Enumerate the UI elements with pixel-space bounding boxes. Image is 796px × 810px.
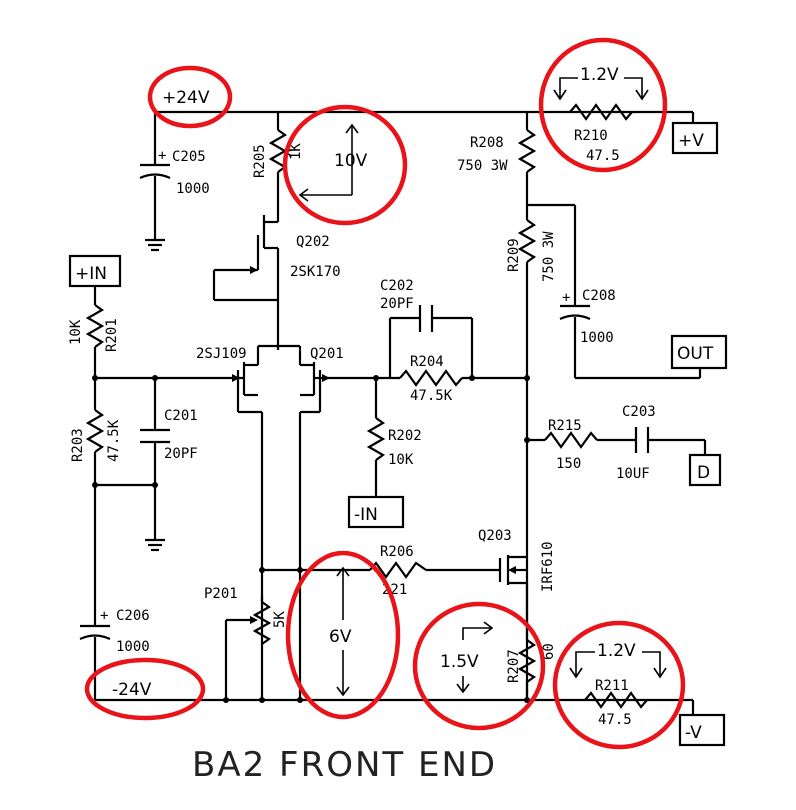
capacitor-c205: +	[139, 112, 171, 252]
r207-value: 60	[541, 643, 557, 660]
annotation-minus24v	[84, 657, 206, 721]
c202-value: 20PF	[380, 296, 414, 312]
annotation-plus24v	[147, 65, 233, 129]
r202-ref: R202	[388, 428, 422, 444]
r204-ref: R204	[410, 354, 444, 370]
q203-value: IRF610	[540, 541, 556, 592]
annotation-r210-drop	[538, 37, 668, 173]
q202-jfet	[212, 185, 280, 350]
resistor-r211	[584, 691, 726, 747]
c202-ref: C202	[380, 278, 414, 294]
resistor-r208	[517, 112, 537, 205]
plus-in-label: +IN	[75, 264, 107, 284]
c203-ref: C203	[622, 404, 656, 420]
c201-ref: C201	[164, 408, 198, 424]
resistor-r201	[85, 286, 105, 378]
p201-value: 5K	[272, 611, 288, 628]
r201-ref: R201	[104, 318, 120, 352]
r203-value: 47.5K	[106, 419, 122, 462]
c208-ref: C208	[582, 288, 616, 304]
r201-value: 10K	[68, 319, 84, 345]
r208-ref: R208	[470, 135, 504, 151]
capacitor-c208: +	[559, 205, 702, 380]
r210-value: 47.5	[586, 148, 620, 164]
resistor-r206	[259, 561, 500, 579]
r207-ref: R207	[506, 649, 522, 683]
q201-ref: Q201	[310, 346, 344, 362]
p201-drop-label: 6V	[329, 627, 352, 647]
r211-drop-label: 1.2V	[597, 641, 636, 661]
annotation-r211-drop	[552, 620, 686, 750]
feedback-network	[330, 305, 530, 387]
r215-value: 150	[556, 456, 581, 472]
plus-v-terminal	[671, 112, 719, 155]
annotation-1-5v	[412, 601, 546, 731]
r211-value: 47.5	[598, 712, 632, 728]
svg-text:+: +	[562, 290, 570, 306]
p201-ref: P201	[204, 586, 238, 602]
svg-text:+: +	[100, 608, 108, 624]
c208-value: 1000	[580, 330, 614, 346]
d-label: D	[697, 463, 710, 483]
q202-ref: Q202	[296, 234, 330, 250]
potentiometer-p201	[223, 595, 303, 703]
svg-text:+: +	[158, 148, 166, 164]
capacitor-c206: +	[79, 485, 111, 700]
plus-v-label: +V	[678, 131, 704, 151]
minus-in-label: -IN	[354, 505, 378, 525]
r207-drop-label: 1.5V	[440, 652, 479, 672]
r203-ref: R203	[70, 428, 86, 462]
resistor-r207	[517, 583, 537, 703]
q203-ref: Q203	[478, 528, 512, 544]
r205-ref: R205	[252, 144, 268, 178]
resistor-r202	[347, 378, 405, 529]
c206-value: 1000	[116, 639, 150, 655]
r205-drop-label: 10V	[334, 151, 368, 171]
r209-ref: R209	[506, 238, 522, 272]
c201-value: 20PF	[164, 446, 198, 462]
capacitor-c201	[140, 378, 170, 552]
c206-ref: C206	[116, 608, 150, 624]
r204-value: 47.5K	[410, 388, 453, 404]
annotation-6v	[285, 550, 401, 720]
r209-value: 750 3W	[541, 231, 557, 282]
r205-value: 1K	[288, 143, 304, 160]
r215-ref: R215	[548, 418, 582, 434]
resistor-r210	[569, 103, 633, 121]
input-node	[92, 374, 240, 382]
c205-value: 1000	[176, 181, 210, 197]
r215-c203-branch	[524, 427, 722, 487]
r206-ref: R206	[380, 544, 414, 560]
negative-rail	[95, 698, 695, 715]
q201-dual-jfet	[236, 344, 330, 700]
r210-ref: R210	[574, 128, 608, 144]
minus-v-label: -V	[685, 723, 702, 743]
plus24v-label: +24V	[162, 88, 210, 108]
q201-value: 2SJ109	[196, 346, 247, 362]
r208-value: 750 3W	[457, 158, 508, 174]
minus24v-label: -24V	[112, 680, 152, 700]
out-terminal	[670, 334, 728, 370]
r202-value: 10K	[388, 452, 414, 468]
q203-mosfet	[498, 555, 527, 585]
q202-value: 2SK170	[290, 264, 341, 280]
c203-value: 10UF	[616, 466, 650, 482]
r211-ref: R211	[595, 678, 629, 694]
schematic-title: BA2 FRONT END	[192, 745, 497, 785]
resistor-r203	[85, 378, 158, 488]
out-label: OUT	[677, 344, 714, 364]
c205-ref: C205	[172, 149, 206, 165]
annotation-10v	[282, 104, 408, 226]
r210-drop-label: 1.2V	[580, 65, 619, 85]
